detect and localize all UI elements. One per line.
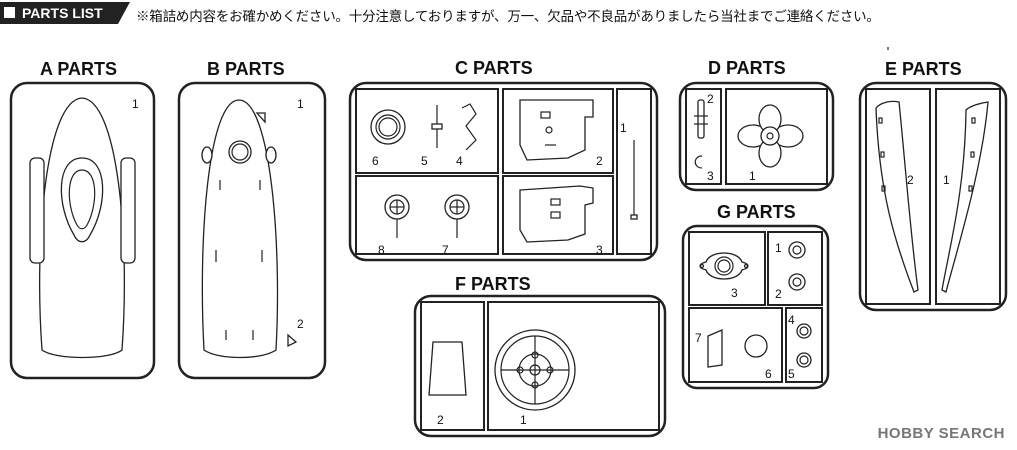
f-parts-group: F PARTS 2 1 bbox=[413, 274, 667, 438]
b-parts-group: B PARTS 1 2 bbox=[177, 59, 327, 380]
g-part-1-label: 1 bbox=[775, 241, 782, 255]
parts-list-title: PARTS LIST bbox=[22, 5, 103, 21]
a-part-1-label: 1 bbox=[132, 97, 139, 111]
b-parts-title: B PARTS bbox=[207, 59, 285, 79]
g-part-1-ring bbox=[788, 241, 806, 259]
e-parts-title: E PARTS bbox=[885, 59, 962, 79]
parts-list-badge: PARTS LIST bbox=[0, 2, 130, 24]
g-cell-d bbox=[785, 307, 823, 383]
f-part-2-label: 2 bbox=[437, 413, 444, 427]
a-parts-title: A PARTS bbox=[40, 59, 117, 79]
f-part-1-label: 1 bbox=[520, 413, 527, 427]
c-part-8-label: 8 bbox=[378, 243, 385, 257]
a-parts-group: A PARTS 1 bbox=[9, 59, 156, 380]
g-part-6-disc bbox=[744, 334, 768, 358]
b-part-1-tab bbox=[255, 112, 266, 124]
g-part-7-label: 7 bbox=[695, 331, 702, 345]
e-part-2-label: 2 bbox=[907, 173, 914, 187]
c-parts-title: C PARTS bbox=[455, 58, 533, 78]
c-part-7-label: 7 bbox=[442, 243, 449, 257]
c-part-4-label: 4 bbox=[456, 154, 463, 168]
d-part-1-label: 1 bbox=[749, 169, 756, 183]
header-note: ※箱詰め内容をお確かめください。十分注意しておりますが、万一、欠品や不良品があり… bbox=[136, 9, 880, 24]
d-part-3-label: 3 bbox=[707, 169, 714, 183]
g-part-2-ring bbox=[788, 273, 806, 291]
b-part-1-label: 1 bbox=[297, 97, 304, 111]
c-part-3-shroud bbox=[519, 185, 594, 243]
c-part-1-label: 1 bbox=[620, 121, 627, 135]
g-part-2-label: 2 bbox=[775, 287, 782, 301]
d-part-2-shaft bbox=[697, 99, 705, 139]
d-part-3-hook bbox=[694, 155, 703, 169]
c-part-5-label: 5 bbox=[421, 154, 428, 168]
c-part-4-bracket bbox=[461, 103, 477, 151]
g-part-5-label: 5 bbox=[788, 367, 795, 381]
g-part-5-ring bbox=[796, 352, 812, 368]
f-part-1-disc bbox=[494, 329, 576, 411]
g-parts-group: G PARTS 1 2 3 7 6 4 5 bbox=[681, 202, 830, 390]
g-part-7-bracket bbox=[707, 329, 723, 368]
g-part-4-ring bbox=[796, 323, 812, 339]
c-part-2-label: 2 bbox=[596, 154, 603, 168]
e-parts-group: E PARTS 2 1 bbox=[858, 47, 1008, 312]
e-part-2-fin bbox=[875, 100, 919, 293]
b-part-2-label: 2 bbox=[297, 317, 304, 331]
g-part-6-label: 6 bbox=[765, 367, 772, 381]
c-cell-b bbox=[355, 175, 499, 255]
d-part-2-label: 2 bbox=[707, 92, 714, 106]
d-part-1-propeller bbox=[737, 104, 804, 168]
c-parts-group: C PARTS bbox=[348, 58, 659, 262]
g-part-3-label: 3 bbox=[731, 286, 738, 300]
c-cell-e bbox=[616, 88, 652, 255]
f-part-2-panel bbox=[428, 341, 467, 396]
f-parts-title: F PARTS bbox=[455, 274, 531, 294]
e-part-1-label: 1 bbox=[943, 173, 950, 187]
d-parts-title: D PARTS bbox=[708, 58, 786, 78]
d-parts-group: D PARTS 2 3 1 bbox=[678, 58, 835, 192]
g-part-4-label: 4 bbox=[788, 313, 795, 327]
c-part-3-label: 3 bbox=[596, 243, 603, 257]
a-part-1-right-fin bbox=[120, 157, 136, 264]
c-part-2-shroud bbox=[519, 99, 594, 161]
g-parts-title: G PARTS bbox=[717, 202, 796, 222]
a-part-1-left-fin bbox=[29, 157, 45, 264]
watermark: HOBBY SEARCH bbox=[877, 425, 1005, 442]
e-part-1-fin bbox=[941, 101, 989, 293]
b-part-2-shape bbox=[287, 333, 298, 348]
c-part-6-label: 6 bbox=[372, 154, 379, 168]
